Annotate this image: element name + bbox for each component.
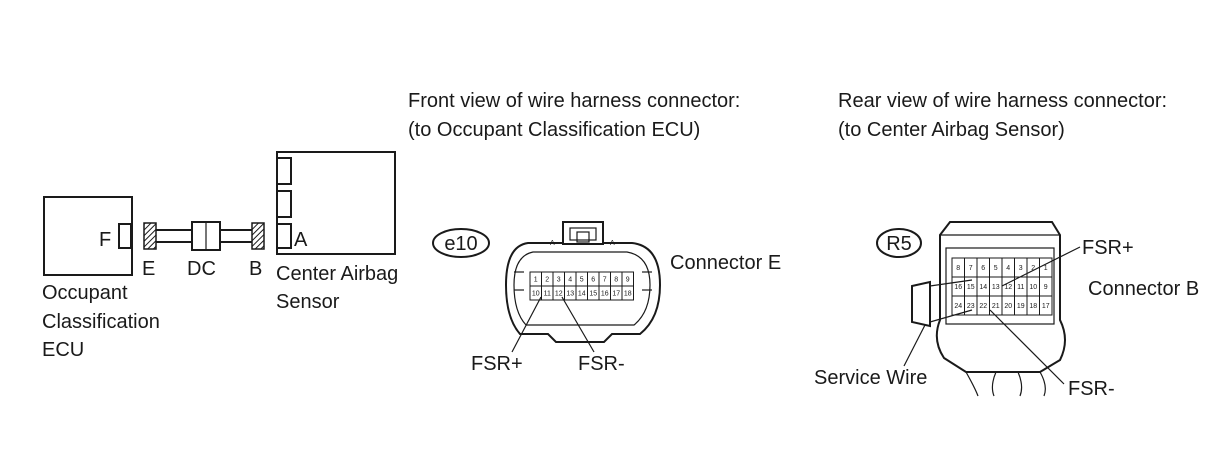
front-connector-label: Connector E (670, 252, 781, 274)
pin-number: 11 (1017, 284, 1024, 291)
pin-number: 10 (1029, 284, 1037, 291)
front-connector-body (504, 242, 662, 343)
front-view-title-line1: Front view of wire harness connector: (408, 90, 740, 112)
front-code-bubble (432, 228, 490, 258)
connector-e-block (143, 222, 157, 250)
pin-number: 5 (580, 277, 584, 284)
rear-view-title-line1: Rear view of wire harness connector: (838, 90, 1167, 112)
pin-number: 2 (545, 277, 549, 284)
schematic: F Occupant Classification ECU E DC B A C… (42, 151, 398, 361)
ecu-label-line2: Classification (42, 311, 160, 333)
pin-number: 9 (1044, 284, 1048, 291)
rear-fsr-minus-label: FSR- (1068, 378, 1115, 400)
sensor-pin-label: A (294, 229, 308, 251)
pin-number: 4 (1006, 265, 1010, 272)
pin-number: 15 (967, 284, 975, 291)
pin-number: 21 (992, 303, 1000, 310)
pin-number: 1 (1044, 265, 1048, 272)
connector-e-label: E (142, 258, 155, 280)
pin-number: 17 (1042, 303, 1050, 310)
pin-number: 3 (1019, 265, 1023, 272)
pin-number: 13 (992, 284, 1000, 291)
pin-number: 12 (555, 291, 563, 298)
pin-number: 7 (603, 277, 607, 284)
rear-fsr-plus-label: FSR+ (1082, 237, 1134, 259)
center-airbag-sensor-box (276, 151, 396, 255)
ecu-pin-label: F (99, 229, 111, 251)
pin-number: 17 (612, 291, 620, 298)
pin-number: 18 (1029, 303, 1037, 310)
pin-number: 16 (601, 291, 609, 298)
pin-number: 6 (981, 265, 985, 272)
pin-number: 5 (994, 265, 998, 272)
front-view-title-line2: (to Occupant Classification ECU) (408, 119, 700, 141)
pin-number: 12 (1004, 284, 1012, 291)
rear-connector-label: Connector B (1088, 278, 1199, 300)
ecu-pin-f (118, 223, 132, 249)
service-wire-label: Service Wire (814, 367, 927, 389)
pin-cavity (1039, 295, 1053, 316)
connector-b-block (251, 222, 265, 250)
rear-connector-body (935, 221, 1066, 373)
rear-code-bubble (876, 228, 922, 258)
connector-dc-label: DC (187, 258, 216, 280)
pin-number: 18 (624, 291, 632, 298)
pin-number: 16 (954, 284, 962, 291)
occupant-ecu-box (43, 196, 133, 276)
pin-number: 14 (979, 284, 987, 291)
front-view: Front view of wire harness connector: (t… (408, 90, 781, 375)
front-code-label: e10 (444, 233, 477, 255)
front-fsr-minus-label: FSR- (578, 353, 625, 375)
pin-number: 3 (557, 277, 561, 284)
pin-number: 14 (578, 291, 586, 298)
service-wire-plug (911, 280, 931, 328)
front-key-left: A (550, 240, 555, 247)
pin-number: 20 (1004, 303, 1012, 310)
sensor-label-line2: Sensor (276, 291, 340, 313)
pin-number: 11 (544, 291, 551, 298)
pin-number: 10 (532, 291, 540, 298)
pin-number: 19 (1017, 303, 1025, 310)
pin-number: 15 (589, 291, 597, 298)
pin-number: 13 (566, 291, 574, 298)
ecu-label-line1: Occupant (42, 282, 128, 304)
pin-number: 22 (979, 303, 987, 310)
front-fsr-plus-label: FSR+ (471, 353, 523, 375)
pin-number: 8 (956, 265, 960, 272)
rear-view: Rear view of wire harness connector: (to… (814, 90, 1199, 400)
sensor-pin-a (276, 223, 292, 249)
pin-number: 9 (626, 277, 630, 284)
pin-number: 23 (967, 303, 975, 310)
pin-number: 4 (568, 277, 572, 284)
pin-number: 2 (1031, 265, 1035, 272)
pin-cavity (621, 285, 634, 301)
rear-code-label: R5 (886, 233, 912, 255)
front-key-right: A (610, 240, 615, 247)
pin-number: 6 (591, 277, 595, 284)
sensor-label-line1: Center Airbag (276, 263, 398, 285)
rear-view-title-line2: (to Center Airbag Sensor) (838, 119, 1065, 141)
pin-number: 8 (614, 277, 618, 284)
pin-number: 7 (969, 265, 973, 272)
pin-number: 24 (954, 303, 962, 310)
pin-number: 1 (534, 277, 538, 284)
ecu-label-line3: ECU (42, 339, 84, 361)
connector-b-label: B (249, 258, 262, 280)
